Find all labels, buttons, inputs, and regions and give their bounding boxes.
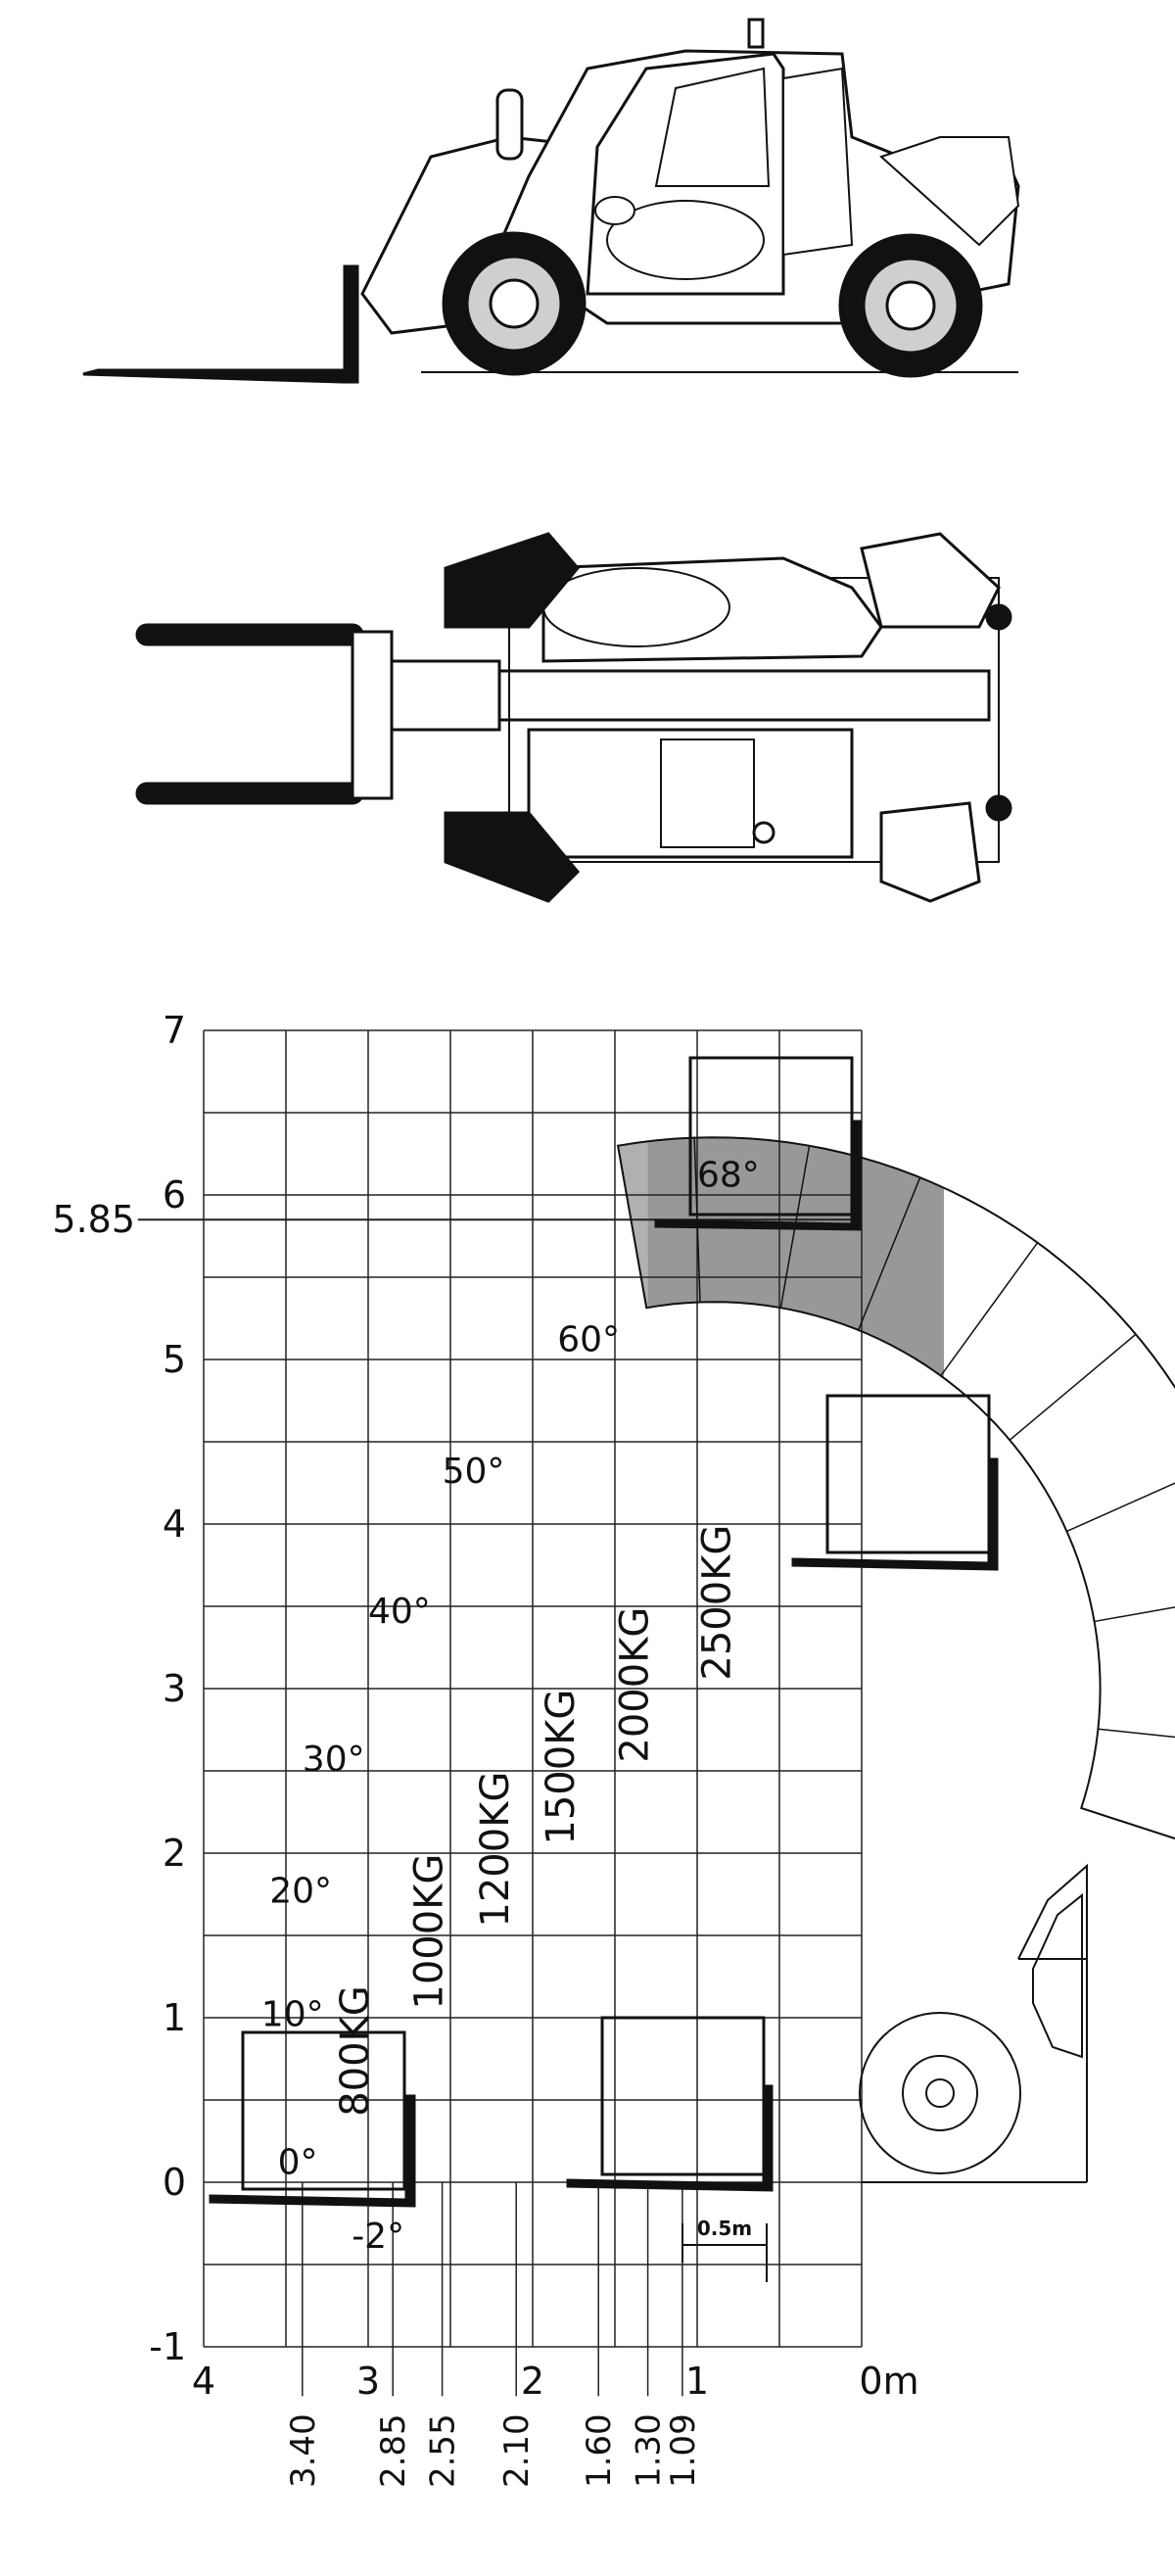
distance-marker-label: 1.60 [580,2413,619,2488]
boom-angle-label: 40° [368,1592,431,1632]
y-axis-tick-labels: -1 0 1 2 3 4 5 6 7 5.85 [52,1009,186,2368]
y-tick-label: 6 [163,1173,186,1216]
distance-marker-label: 2.55 [424,2413,463,2488]
machine-outline-reference [859,1863,1088,2183]
boom-angle-ray [1009,1333,1137,1441]
boom-angle-ray [617,1145,647,1309]
top-view-illustration [135,532,1012,903]
chart-grid [137,1029,863,2397]
scale-bar: 0.5m [682,2217,768,2282]
distance-marker-label: 2.85 [374,2413,413,2488]
y-tick-label: 3 [163,1667,186,1710]
boom-angle-label: 50° [443,1452,505,1492]
boom-angle-ray [1094,1606,1175,1623]
boom-angle-ray [1066,1482,1175,1533]
fork-symbols [209,1056,999,2208]
distance-marker-labels: 3.40 2.85 2.55 2.10 1.60 1.301.09 [284,2413,703,2488]
boom-angle-ray [940,1242,1039,1377]
distance-marker-label: 1.09 [664,2413,703,2488]
y-tick-label: 1 [163,1996,186,2039]
boom-angle-labels: 68° 60° 50° 40° 30° 20° 10° 0° -2° [261,1156,760,2258]
load-zone-label: 1000KG [407,1854,452,2010]
side-view-illustration [82,18,1020,384]
boom-angle-label: 30° [303,1740,365,1780]
x-tick-label: 0m [859,2360,918,2403]
x-tick-label: 2 [521,2360,544,2403]
boom-angle-label: -2° [352,2217,404,2257]
x-tick-label: 4 [192,2360,215,2403]
boom-angle-ray [1098,1728,1175,1739]
reach-envelope-outline [616,1136,1175,1840]
y-tick-label: 2 [163,1832,186,1875]
load-zone-label: 1500KG [539,1690,584,1845]
boom-angle-ray [857,1176,921,1331]
load-zone-label: 1200KG [473,1772,518,1928]
boom-angle-ray [1081,1807,1175,1839]
y-tick-label: 4 [163,1503,186,1546]
boom-angle-label: 20° [269,1871,332,1911]
boom-angle-label: 68° [697,1156,760,1196]
distance-marker-label: 1.30 [630,2413,669,2488]
zone-1200-region [443,1113,517,2347]
distance-marker-label: 3.40 [284,2413,323,2488]
boom-angle-label: 10° [261,1994,324,2034]
y-special-tick-label: 5.85 [52,1198,135,1241]
distance-marker-label: 2.10 [497,2413,537,2488]
scale-bar-label: 0.5m [697,2217,752,2240]
x-tick-label: 3 [356,2360,380,2403]
load-zone-label: 800KG [333,1985,378,2117]
reach-envelope [616,1136,1175,1840]
zone-1000-region [393,1113,442,2347]
y-tick-label: 5 [163,1338,186,1381]
load-chart: 0.5m -1 0 1 2 3 4 5 6 7 5.85 4 3 2 1 0m 3.40 2.85 2.55 2… [52,1009,1175,2488]
y-tick-label: 0 [163,2161,186,2204]
load-zone-label: 2000KG [613,1607,658,1763]
y-tick-label: -1 [149,2325,186,2368]
boom-angle-label: 60° [557,1320,620,1360]
y-tick-label: 7 [163,1009,186,1052]
x-axis-tick-labels: 4 3 2 1 0m [192,2360,919,2403]
load-zone-labels: 800KG 1000KG 1200KG 1500KG 2000KG 2500KG [333,1525,740,2117]
x-tick-label: 1 [685,2360,709,2403]
boom-angle-label: 0° [278,2143,318,2183]
load-zone-label: 2500KG [695,1525,740,1681]
